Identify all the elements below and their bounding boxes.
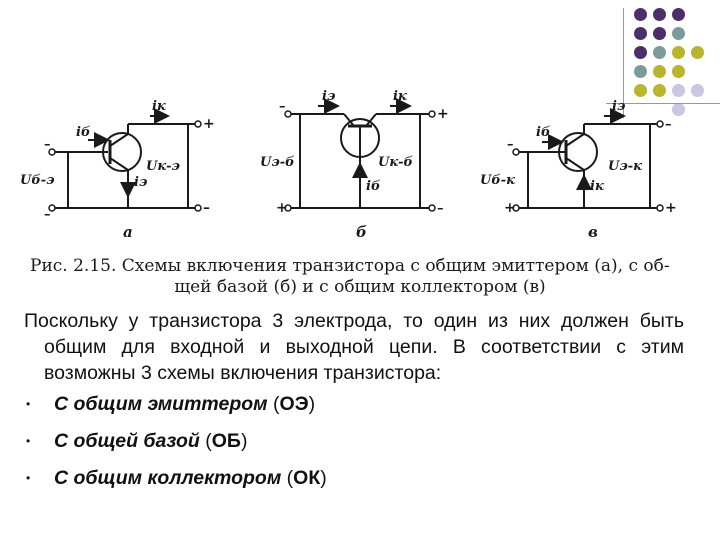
- label-ib-b: iб: [366, 179, 381, 194]
- label-uin-a: Uб-э: [20, 173, 55, 188]
- label-uout-c: Uэ-к: [608, 159, 642, 174]
- label-uout-b: Uк-б: [378, 155, 414, 170]
- label-uout-a: Uк-э: [146, 159, 180, 174]
- terminal-a-4: [194, 204, 202, 212]
- bullet-paren-close: ): [240, 430, 248, 452]
- label-uin-c: Uб-к: [480, 173, 515, 188]
- decorative-dot: [634, 84, 647, 97]
- decorative-horizontal-line: [606, 103, 720, 104]
- sign-b-4: –: [437, 201, 444, 216]
- bullet-emphasis: С общим эмиттером: [54, 393, 268, 415]
- decorative-dot: [634, 8, 647, 21]
- bullet-paren-close: ): [308, 393, 316, 415]
- list-item: • С общим эмиттером (ОЭ): [24, 386, 684, 423]
- sign-b-2: +: [276, 200, 288, 216]
- sub-label-a: а: [123, 223, 133, 241]
- label-ik-b: iк: [393, 90, 407, 104]
- collector-lead-c: [565, 157, 585, 171]
- label-ie-a: iэ: [134, 175, 147, 190]
- bullet-emphasis: С общей базой: [54, 430, 200, 452]
- decorative-dot: [634, 27, 647, 40]
- terminal-c-2: [512, 204, 520, 212]
- label-ie-b: iэ: [322, 90, 335, 104]
- decorative-dot: [672, 27, 685, 40]
- decorative-dot: [691, 46, 704, 59]
- list-item: • С общим коллектором (ОК): [24, 460, 684, 497]
- transistor-circuits-figure: iк iб iэ Uб-э Uк-э – – + – а iэ iк iб Uэ…: [20, 90, 677, 241]
- decorative-dot-grid: [606, 0, 720, 130]
- sign-c-4: +: [665, 200, 677, 216]
- terminal-c-4: [656, 204, 664, 212]
- label-ik-c: iк: [590, 179, 604, 194]
- label-ie-c: iэ: [612, 99, 625, 114]
- figure-caption: Рис. 2.15. Схемы включения транзистора с…: [30, 256, 690, 298]
- bullet-mark: •: [26, 471, 31, 485]
- emitter-lead-b: [343, 113, 355, 127]
- bullet-paren-open: (: [199, 430, 212, 452]
- label-ik-a: iк: [152, 99, 166, 114]
- bullet-list: • С общим эмиттером (ОЭ) • С общей базой…: [24, 386, 684, 497]
- decorative-vertical-line: [623, 8, 624, 118]
- terminal-a-1: [48, 148, 56, 156]
- bullet-abbr: ОЭ: [279, 393, 309, 415]
- sign-a-3: +: [203, 116, 215, 132]
- terminal-b-4: [428, 204, 436, 212]
- sign-c-1: –: [507, 137, 514, 152]
- bullet-abbr: ОБ: [211, 430, 241, 452]
- intro-paragraph-text: Поскольку у транзистора 3 электрода, то …: [24, 310, 684, 384]
- sign-a-1: –: [44, 137, 51, 152]
- decorative-dot: [634, 65, 647, 78]
- decorative-dot: [672, 103, 685, 116]
- decorative-dot: [634, 46, 647, 59]
- collector-lead-b: [365, 113, 377, 127]
- list-item: • С общей базой (ОБ): [24, 423, 684, 460]
- terminal-c-3: [656, 120, 664, 128]
- label-ib-c: iб: [536, 125, 551, 140]
- sign-b-3: +: [437, 106, 449, 122]
- terminal-a-3: [194, 120, 202, 128]
- circuit-common-base: [288, 98, 432, 209]
- terminal-c-1: [512, 148, 520, 156]
- decorative-dot: [672, 84, 685, 97]
- sign-c-3: –: [665, 117, 672, 132]
- collector-lead-a: [109, 133, 129, 147]
- terminal-b-1: [284, 110, 292, 118]
- decorative-dot: [691, 84, 704, 97]
- decorative-dot: [653, 8, 666, 21]
- sign-a-4: –: [203, 200, 210, 216]
- bullet-paren-close: ): [320, 467, 327, 489]
- slide-body: Поскольку у транзистора 3 электрода, то …: [24, 308, 684, 497]
- decorative-dot: [653, 46, 666, 59]
- bullet-mark: •: [26, 397, 31, 411]
- emitter-lead-a: [109, 157, 129, 171]
- bullet-paren-open: (: [267, 393, 280, 415]
- sub-label-b: б: [356, 223, 367, 241]
- caption-line-2: щей базой (б) и с общим коллектором (в): [174, 277, 546, 297]
- decorative-dot: [653, 27, 666, 40]
- bullet-mark: •: [26, 434, 31, 448]
- sign-c-2: +: [504, 200, 516, 216]
- label-uin-b: Uэ-б: [260, 155, 295, 170]
- bullet-abbr: ОК: [293, 467, 321, 489]
- terminal-b-2: [284, 204, 292, 212]
- label-ib-a: iб: [76, 125, 91, 140]
- terminal-a-2: [48, 204, 56, 212]
- decorative-dot: [672, 8, 685, 21]
- caption-line-1: Рис. 2.15. Схемы включения транзистора с…: [30, 256, 670, 276]
- intro-paragraph: Поскольку у транзистора 3 электрода, то …: [24, 308, 684, 386]
- decorative-dot: [653, 84, 666, 97]
- decorative-dot: [672, 65, 685, 78]
- sign-b-1: –: [279, 99, 286, 114]
- bullet-emphasis: С общим коллектором: [54, 467, 282, 489]
- emitter-lead-c: [565, 133, 585, 147]
- decorative-dot: [672, 46, 685, 59]
- decorative-dot: [653, 65, 666, 78]
- sub-label-c: в: [588, 223, 598, 241]
- terminal-b-3: [428, 110, 436, 118]
- bullet-paren-open: (: [281, 467, 294, 489]
- sign-a-2: –: [44, 207, 51, 222]
